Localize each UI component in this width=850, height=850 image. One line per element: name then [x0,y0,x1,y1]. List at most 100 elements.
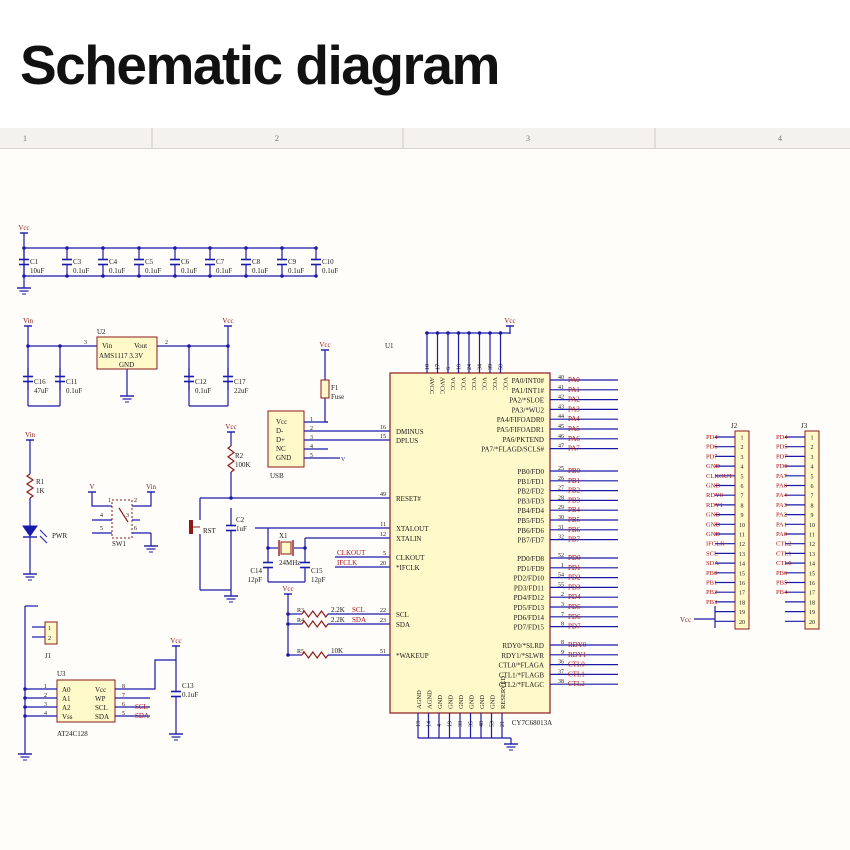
junction-dot [286,653,290,657]
pin-number: 30 [558,515,564,521]
pin-number: 13 [416,721,422,727]
net-label-pd2: PD2 [568,574,581,582]
pin-number: 5 [811,474,814,480]
led-emission [39,535,48,544]
pin-number: 29 [558,505,564,511]
mcu-pin-name: VCC [470,377,477,390]
capacitor-ref: C14 [250,567,262,575]
header-ref: J2 [731,422,738,430]
net-label-pd6: PD6 [568,613,581,621]
pin-number: 47 [558,444,564,450]
pin-number: 16 [380,425,386,431]
net-label-pb3: PB3 [706,599,717,606]
junction-dot [244,246,248,250]
pin-number: 1 [561,563,564,569]
pin-number: 19 [739,610,745,616]
net-label-pb6: PB6 [568,526,581,534]
pin-number: 9 [811,513,814,519]
junction-dot [58,344,62,348]
eeprom-pin-name: A1 [62,695,71,703]
junction-dot [137,274,141,278]
net-label-pb1: PB1 [568,477,581,485]
zone-number: 2 [275,134,279,143]
net-label-rdy0: RDY0 [568,641,587,649]
pin-number: 2 [44,693,47,699]
capacitor-ref: C5 [145,258,154,266]
mcu-pin-name: RESERVED [500,676,507,709]
net-label-scl: SCL [135,703,148,711]
capacitor-value: 12pF [311,576,326,584]
pin-number: 3 [741,455,744,461]
pin-number: 38 [558,679,564,685]
junction-dot [286,622,290,626]
net-label-pa0: PA0 [568,376,580,384]
resistor-value: 10K [331,647,343,655]
mcu-pin-name: PD6/FD14 [514,614,545,622]
capacitor-value: 1uF [236,525,247,533]
capacitor-value: 0.1uF [145,267,161,275]
junction-dot [208,246,212,250]
power-label: Vcc [170,637,181,645]
pin-number: 10 [739,523,745,529]
resistor-value: 2.2K [331,606,345,614]
net-label-pd0: PD0 [776,463,788,470]
pin-number: 8 [561,640,564,646]
fuse-label: Fuse [331,393,344,401]
mcu-pin-name: PB3/FD3 [518,497,545,505]
pin-number: 51 [380,649,386,655]
net-label-gnd: GND [706,463,720,470]
power-label: Vin [23,317,34,325]
power-label: Vcc [225,423,236,431]
mcu-pin-name: PD1/FD9 [517,565,544,573]
junction-dot [226,344,230,348]
junction-dot [314,274,318,278]
junction-dot [286,612,290,616]
fuse-ref: F1 [331,384,339,392]
reset-button-rst [189,520,193,534]
capacitor-value: 0.1uF [195,387,211,395]
net-label-ctl1: CTL1 [568,670,585,678]
net-label-pb5: PB5 [568,516,581,524]
pin-number: 26 [558,476,564,482]
header-ref: J1 [45,652,52,660]
pin-number: 48 [479,721,485,727]
led-label: PWR [52,532,68,540]
net-label-pa3: PA3 [776,502,787,509]
net-label-pb6: PB6 [776,570,788,577]
net-label-pa1: PA1 [776,521,787,528]
switch-pin-number: 3 [126,513,129,519]
switch-lever [118,507,129,523]
junction-dot [23,696,27,700]
net-label-pb0: PB0 [568,467,581,475]
mcu-pin-name: PD2/FD10 [514,575,545,583]
mcu-pin-name: PA0/INT0# [512,377,545,385]
power-label: Vcc [319,341,330,349]
pin-number: 2 [811,445,814,451]
pin-number: 13 [739,552,745,558]
pin-number: 50 [499,364,505,370]
pin-number: 24 [467,364,473,370]
resistor-ref: R2 [235,452,244,460]
usb-pin-name: GND [276,454,291,462]
net-label-sda: SDA [706,560,719,567]
capacitor-ref: C10 [322,258,334,266]
capacitor-ref: C12 [195,378,207,386]
pin-number: 11 [739,533,745,539]
eeprom-pin-name: Vcc [95,686,106,694]
pin-number: 41 [558,385,564,391]
mcu-pin-name: AVCC [439,377,446,394]
mcu-pin-name: RDY1/*SLWR [501,652,544,660]
net-label-pa2: PA2 [568,396,580,404]
eeprom-pin-name: A0 [62,686,71,694]
zone-ruler [0,128,850,149]
net-label-rdy0: RDY0 [706,492,723,499]
mcu-pin-name: VCC [481,377,488,390]
net-label-scl: SCL [352,606,365,614]
pin-number: 4 [741,465,744,471]
junction-dot [244,274,248,278]
pin-number: 6 [811,484,814,490]
capacitor-value: 47uF [34,387,49,395]
net-label-rdy1: RDY1 [568,651,587,659]
pin-number: 3 [811,455,814,461]
